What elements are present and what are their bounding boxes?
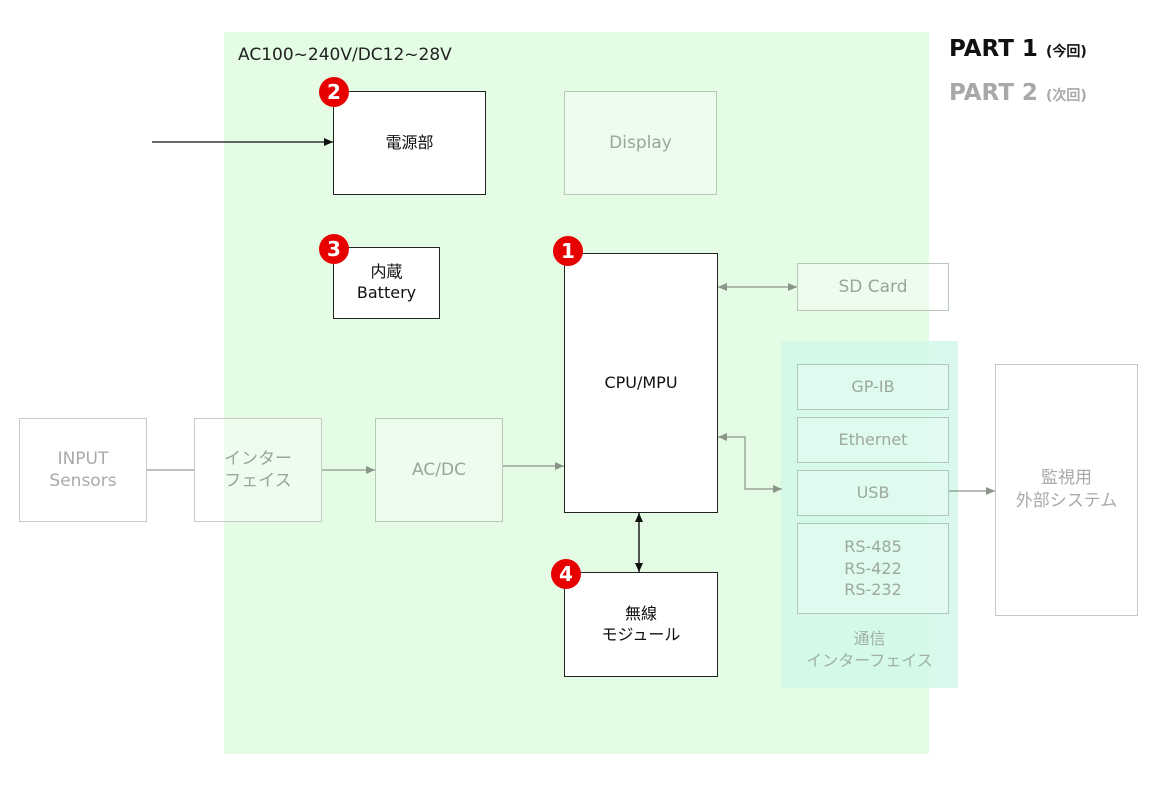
input-sensors-label: INPUT Sensors xyxy=(49,448,117,491)
sdcard-block-label: SD Card xyxy=(838,276,908,297)
ethernet-block-label: Ethernet xyxy=(838,429,908,449)
cpu-block-label: CPU/MPU xyxy=(604,372,678,392)
wireless-block-label: 無線 モジュール xyxy=(601,603,681,644)
display-block: Display xyxy=(564,91,717,195)
comm-interface-label: 通信 インターフェイス xyxy=(806,629,933,671)
badge-cpu: 1 xyxy=(553,236,583,266)
input-sensors-block: INPUT Sensors xyxy=(19,418,147,522)
gpib-block: GP-IB xyxy=(797,364,949,410)
sdcard-block: SD Card xyxy=(797,263,949,311)
gpib-block-label: GP-IB xyxy=(851,376,895,396)
legend-part2: PART 2 (次回) xyxy=(949,80,1087,106)
interface-block-label: インター フェイス xyxy=(224,448,292,491)
acdc-block: AC/DC xyxy=(375,418,503,522)
ethernet-block: Ethernet xyxy=(797,417,949,463)
legend-part2-label: PART 2 xyxy=(949,80,1038,106)
external-system-block: 監視用 外部システム xyxy=(995,364,1138,616)
cpu-usb-arrow xyxy=(718,433,782,493)
battery-block-label: 内蔵 Battery xyxy=(356,262,417,302)
power-block: 電源部 xyxy=(333,91,486,195)
power-block-label: 電源部 xyxy=(385,132,434,152)
usb-block-label: USB xyxy=(856,482,890,502)
acdc-block-label: AC/DC xyxy=(412,459,466,480)
battery-block: 内蔵 Battery xyxy=(333,247,440,319)
badge-battery: 3 xyxy=(319,234,349,264)
cpu-block: CPU/MPU xyxy=(564,253,718,513)
wireless-block: 無線 モジュール xyxy=(564,572,718,677)
usb-block: USB xyxy=(797,470,949,516)
legend-part1: PART 1 (今回) xyxy=(949,36,1087,62)
comm-interface-area xyxy=(781,341,958,688)
supply-voltage-label: AC100~240V/DC12~28V xyxy=(238,45,452,65)
legend-part1-label: PART 1 xyxy=(949,36,1038,62)
legend-part2-sub: (次回) xyxy=(1045,88,1087,104)
rs-serial-block: RS-485 RS-422 RS-232 xyxy=(797,523,949,614)
rs-serial-block-label: RS-485 RS-422 RS-232 xyxy=(844,537,902,600)
interface-block: インター フェイス xyxy=(194,418,322,522)
display-block-label: Display xyxy=(609,132,672,153)
legend-part1-sub: (今回) xyxy=(1045,44,1087,60)
badge-wireless: 4 xyxy=(551,559,581,589)
badge-power: 2 xyxy=(319,77,349,107)
external-system-label: 監視用 外部システム xyxy=(1015,468,1118,511)
